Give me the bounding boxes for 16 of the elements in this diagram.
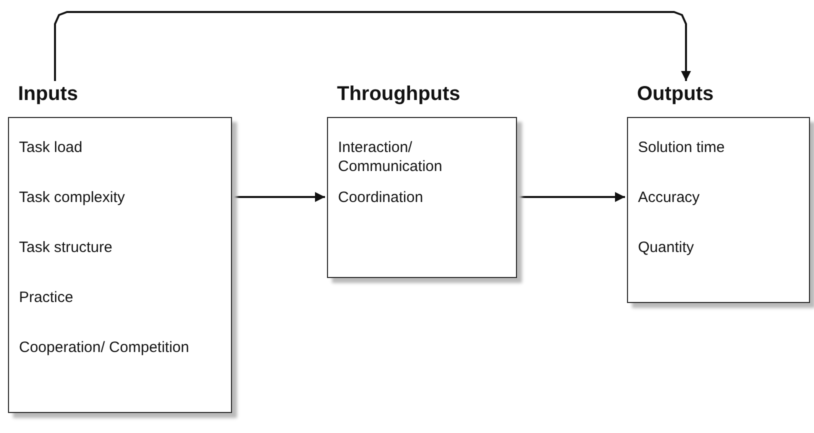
arrow — [232, 192, 325, 202]
arrow — [517, 192, 625, 202]
column-heading: Inputs — [18, 83, 78, 106]
list-item: Quantity — [638, 238, 695, 257]
column-heading: Throughputs — [337, 83, 460, 106]
list-item: Cooperation/ Competition — [19, 338, 190, 357]
list-item: Task load — [19, 138, 84, 157]
list-item: Task complexity — [19, 188, 126, 207]
list-item: Coordination — [338, 188, 424, 207]
list-item: Interaction/ Communication — [338, 138, 444, 176]
list-item: Accuracy — [638, 188, 701, 207]
arrow — [54, 11, 691, 81]
list-item: Practice — [19, 288, 74, 307]
list-item: Task structure — [19, 238, 114, 257]
list-item: Solution time — [638, 138, 726, 157]
column-heading: Outputs — [637, 83, 714, 106]
